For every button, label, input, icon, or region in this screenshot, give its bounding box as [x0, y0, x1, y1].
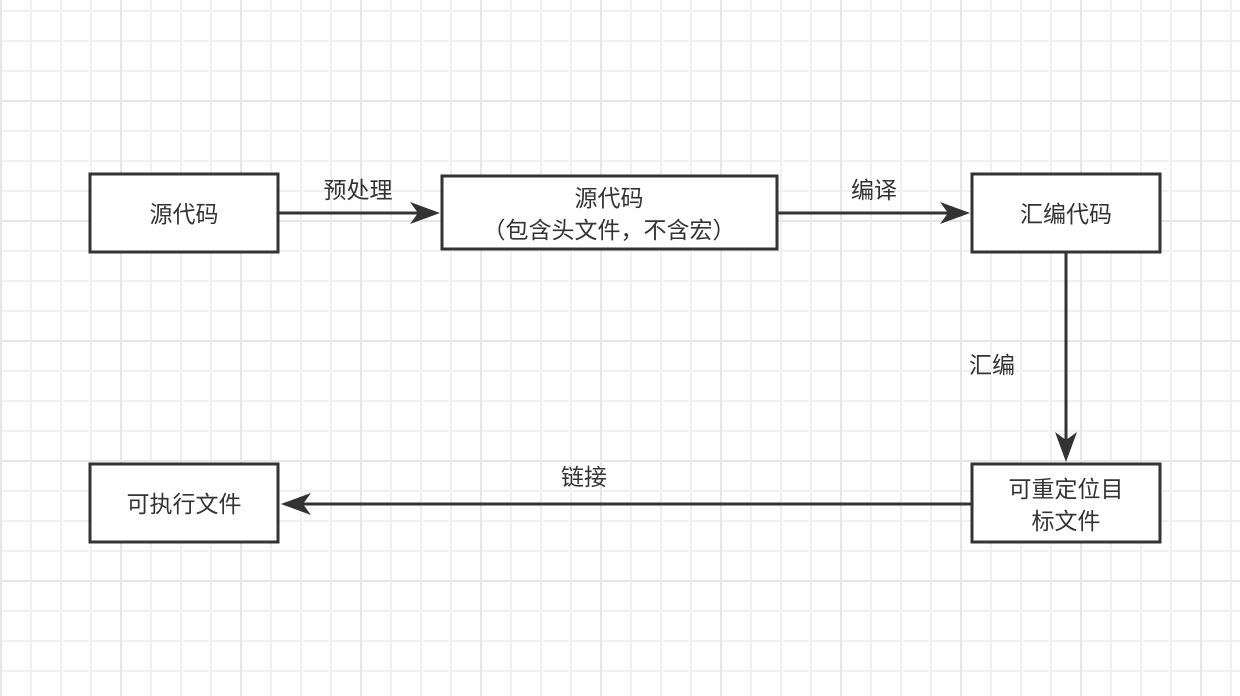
edge-compile[interactable]: 编译: [777, 178, 970, 224]
edge-label-assemble: 汇编: [969, 353, 1015, 379]
node-source-code[interactable]: 源代码: [88, 172, 280, 254]
edge-assemble[interactable]: 汇编: [969, 252, 1077, 462]
edge-label-compile: 编译: [851, 178, 897, 204]
arrowhead-icon: [940, 202, 970, 224]
edge-preprocess[interactable]: 预处理: [278, 178, 440, 224]
edge-link[interactable]: 链接: [281, 465, 971, 515]
node-label: 可执行文件: [127, 492, 242, 518]
node-box: [440, 174, 779, 251]
node-relocatable-object-file[interactable]: 可重定位目 标文件: [970, 462, 1162, 544]
node-box: [88, 172, 280, 254]
node-executable-file[interactable]: 可执行文件: [88, 462, 280, 544]
edge-label-link: 链接: [561, 465, 607, 491]
node-box: [970, 462, 1162, 544]
arrowhead-icon: [281, 493, 311, 515]
edge-label-preprocess: 预处理: [324, 178, 393, 204]
node-preprocessed-code[interactable]: 源代码 （包含头文件，不含宏）: [440, 174, 779, 251]
node-box: [88, 462, 280, 544]
arrowhead-icon: [1055, 432, 1077, 462]
arrowhead-icon: [410, 202, 440, 224]
node-label-line-1: 源代码: [575, 186, 644, 212]
node-label-line-1: 可重定位目: [1009, 477, 1124, 503]
node-label-line-2: 标文件: [1032, 509, 1101, 535]
node-label: 汇编代码: [1020, 202, 1112, 228]
node-label: 源代码: [150, 202, 219, 228]
node-box: [970, 172, 1162, 254]
node-label-line-2: （包含头文件，不含宏）: [483, 218, 736, 244]
node-assembly-code[interactable]: 汇编代码: [970, 172, 1162, 254]
